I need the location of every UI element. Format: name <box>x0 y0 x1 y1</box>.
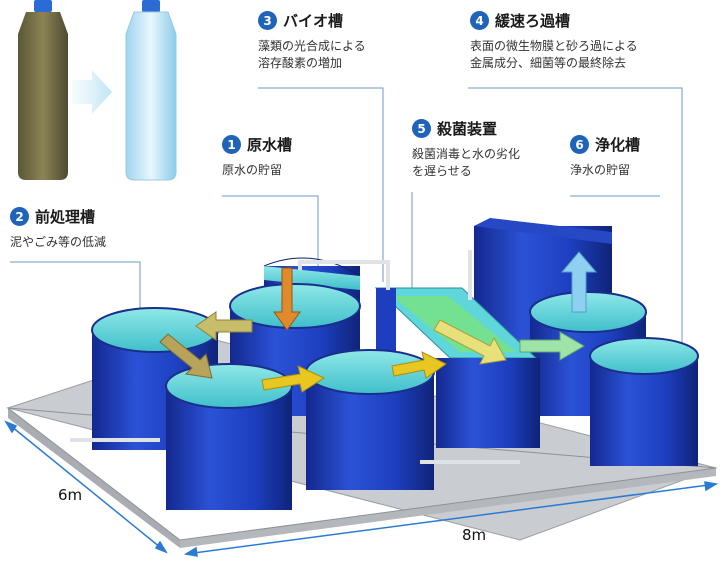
label-title: バイオ槽 <box>283 12 344 30</box>
label-sterilizer: 5 殺菌装置 殺菌消毒と水の劣化 を遅らせる <box>412 118 520 180</box>
label-bio-tank: 3 バイオ槽 藻類の光合成による 溶存酸素の増加 <box>258 10 366 72</box>
badge-2: 2 <box>10 207 29 226</box>
clean-water-bottle <box>125 0 177 181</box>
label-desc-line: を遅らせる <box>412 164 472 178</box>
label-desc-line: 溶存酸素の増加 <box>258 56 343 70</box>
flow-arrow-bio-to-sterilizer <box>391 351 447 379</box>
label-desc-line: 殺菌消毒と水の劣化 <box>412 147 521 161</box>
dimension-depth-label: 6m <box>58 486 83 504</box>
label-desc-line: 表面の微生物膜と砂ろ過による <box>470 39 638 53</box>
label-title: 緩速ろ過槽 <box>495 12 571 30</box>
flow-arrows <box>159 251 598 393</box>
label-raw-water-tank: 1 原水槽 原水の貯留 <box>222 134 292 179</box>
dimension-lines <box>4 420 719 557</box>
label-title: 殺菌装置 <box>437 120 498 138</box>
badge-1: 1 <box>222 135 241 154</box>
label-desc-line: 泥やごみ等の低減 <box>10 235 107 249</box>
label-title: 原水槽 <box>247 136 293 154</box>
flow-arrow-to-bio <box>261 365 326 393</box>
badge-3: 3 <box>258 11 277 30</box>
badge-6: 6 <box>570 135 589 154</box>
label-desc-line: 浄水の貯留 <box>570 163 631 177</box>
label-title: 前処理槽 <box>35 208 96 226</box>
pipes <box>70 250 520 464</box>
leader-lines <box>10 87 683 352</box>
label-desc-line: 藻類の光合成による <box>258 39 366 53</box>
flow-arrow-raw-tank-down <box>273 267 301 331</box>
badge-5: 5 <box>412 119 431 138</box>
label-slow-sand-filter-tank: 4 緩速ろ過槽 表面の微生物膜と砂ろ過による 金属成分、細菌等の最終除去 <box>470 10 638 72</box>
dirty-water-bottle <box>18 0 68 180</box>
flow-arrow-sterilizer <box>433 319 507 365</box>
flow-arrow-up-to-filter <box>560 251 598 313</box>
dimension-width-label: 8m <box>462 526 487 544</box>
label-pre-treatment-tank: 2 前処理槽 泥やごみ等の低減 <box>10 206 106 251</box>
flow-arrow-to-purified <box>519 331 585 361</box>
flow-arrow-raw-to-pre <box>195 311 253 341</box>
sterilizer-unit <box>374 287 540 448</box>
badge-4: 4 <box>470 11 489 30</box>
before-after-arrow <box>72 70 112 114</box>
flow-arrow-pre-down <box>159 333 213 379</box>
label-desc-line: 金属成分、細菌等の最終除去 <box>470 56 627 70</box>
label-title: 浄化槽 <box>595 136 641 154</box>
tank-purified-front <box>589 337 699 466</box>
label-desc-line: 原水の貯留 <box>222 163 283 177</box>
label-purification-tank: 6 浄化槽 浄水の貯留 <box>570 134 640 179</box>
tank-pre-treatment-front <box>165 363 293 510</box>
